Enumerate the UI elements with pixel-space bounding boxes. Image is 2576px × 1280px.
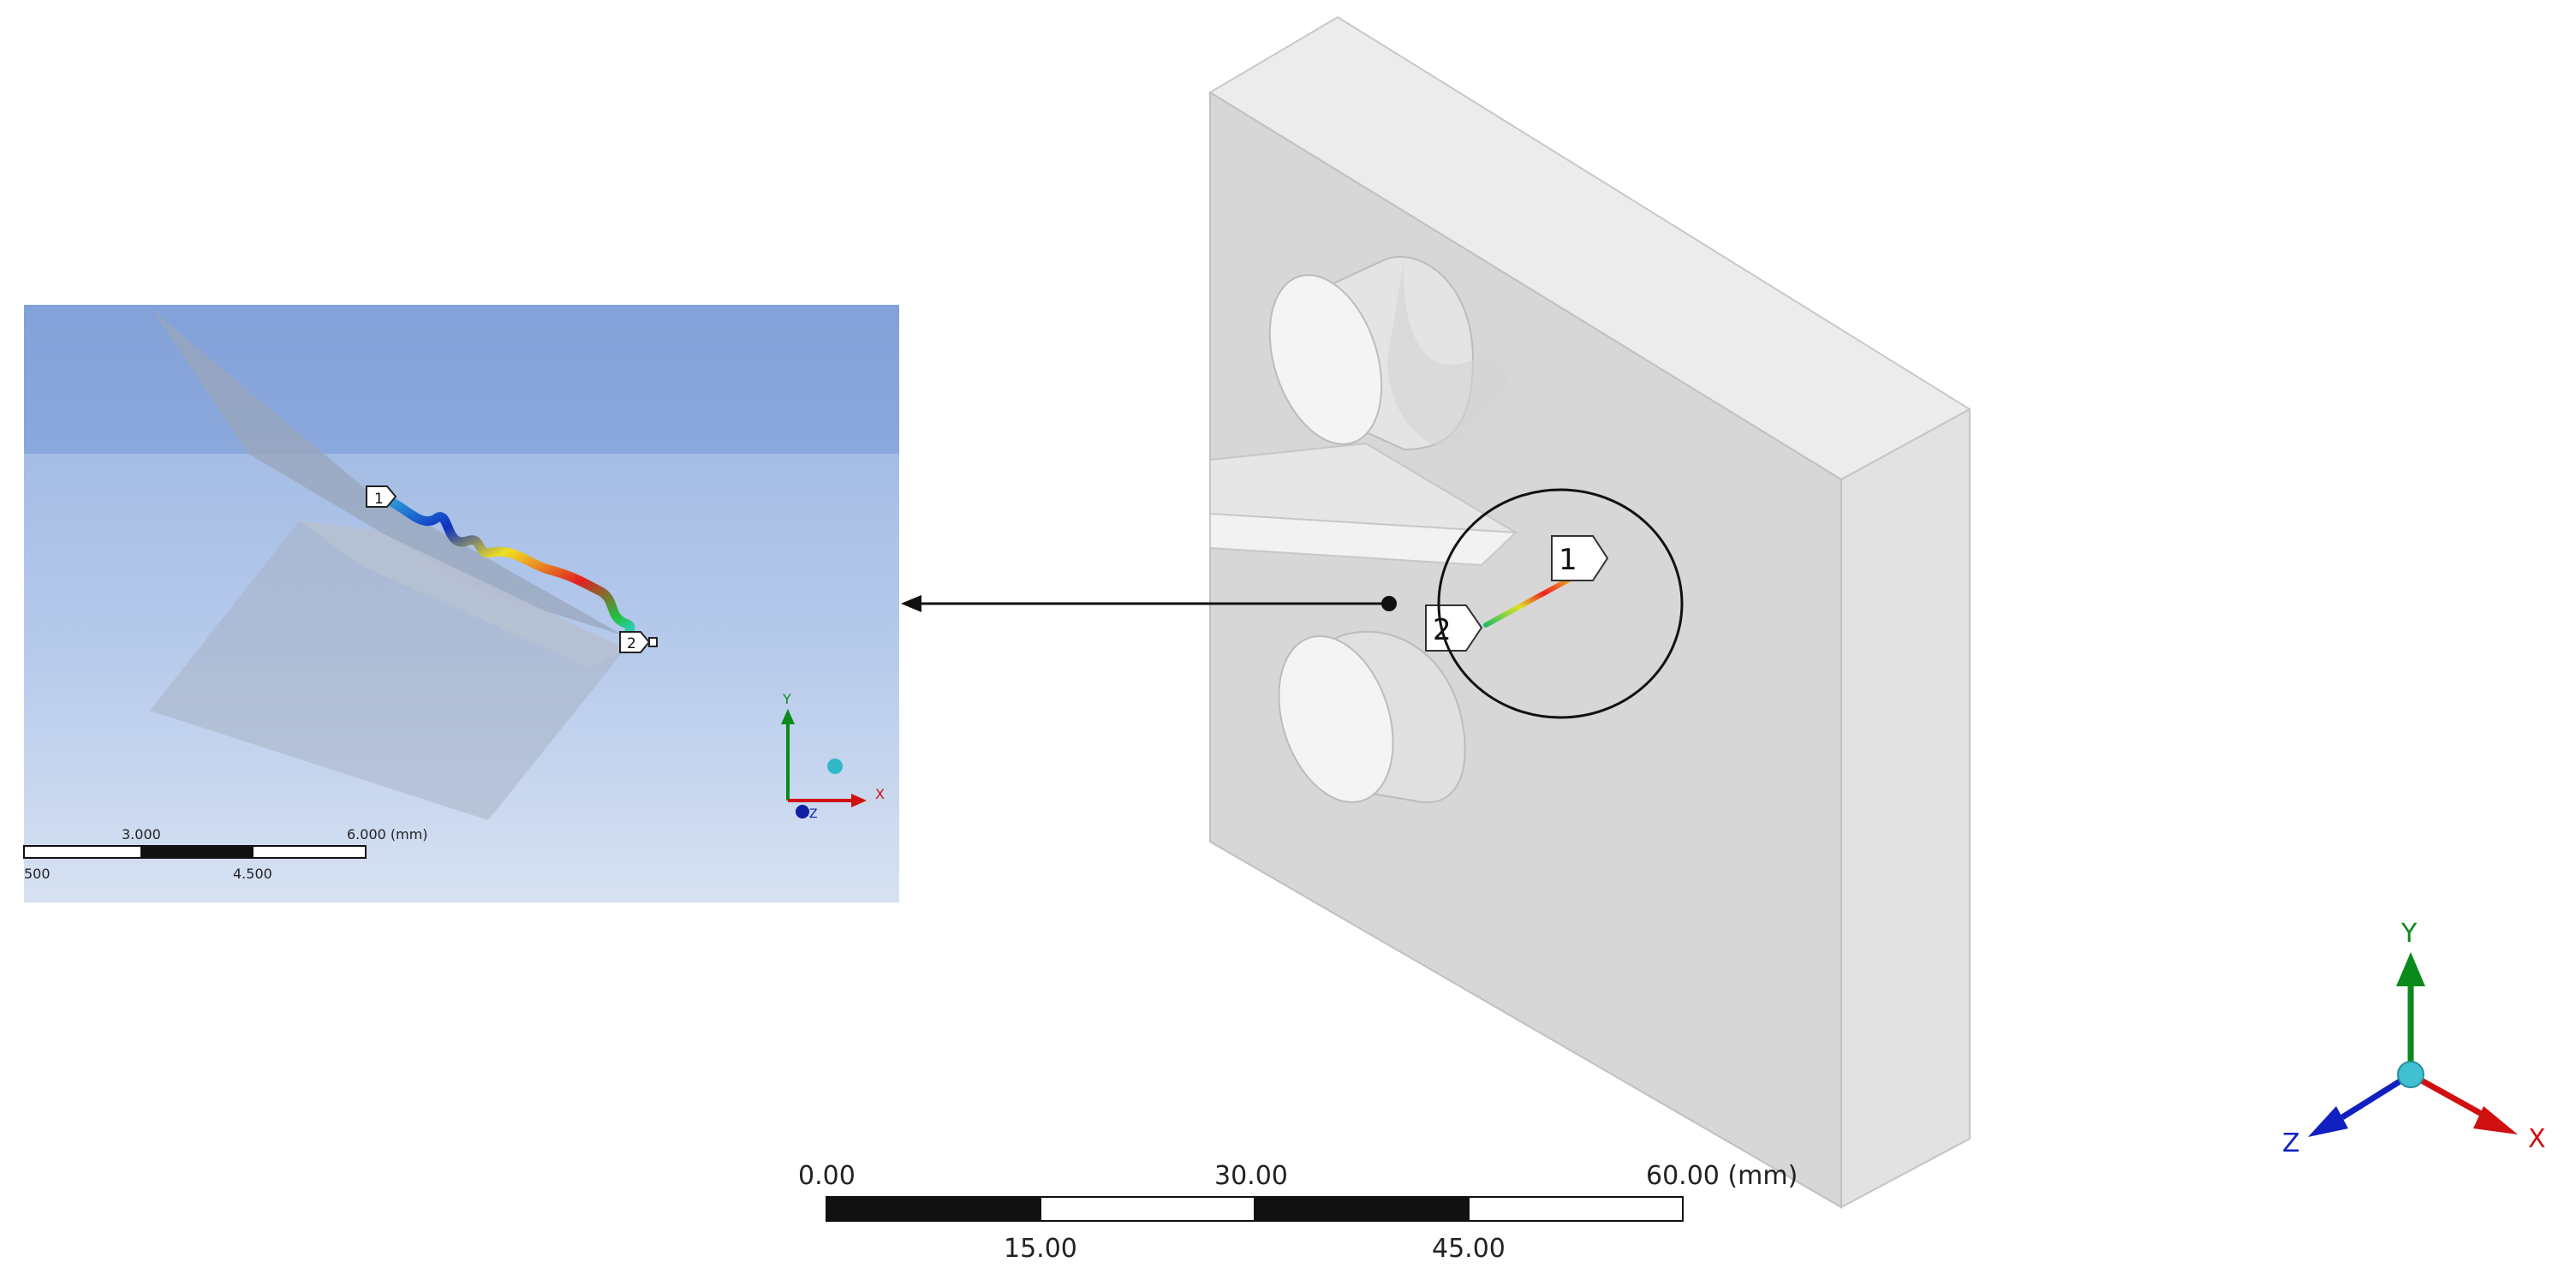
triad-x-arrow-icon <box>2473 1106 2518 1134</box>
triad-y-arrow-icon <box>2396 952 2425 986</box>
inset-axis-triad: Y X Z <box>781 691 885 821</box>
crack-front-band <box>300 521 625 668</box>
triad-origin-sphere <box>2397 1061 2424 1088</box>
inset-marker-1-label: 1 <box>374 491 384 508</box>
inset-y-arrow-icon <box>781 709 795 724</box>
model-marker-1-label: 1 <box>1559 543 1577 577</box>
inset-triad-y-label: Y <box>782 691 791 707</box>
scale-segment-2 <box>1040 1196 1255 1222</box>
inset-scale-bottom-label-2: 4.500 <box>233 866 272 882</box>
scale-top-label-2: 30.00 <box>1214 1161 1288 1191</box>
scale-bottom-label-2: 45.00 <box>1432 1234 1506 1264</box>
zoomed-inset-view: 1 2 3.000 6.000 (mm) 500 4.500 Y X <box>23 305 899 902</box>
inset-marker-1: 1 <box>366 485 397 508</box>
inset-z-axis-dot <box>796 805 809 819</box>
scale-segment-4 <box>1468 1196 1684 1222</box>
model-upper-bore-inner <box>1387 257 1510 447</box>
inset-sky-band <box>24 305 899 454</box>
main-scale-bar: 0.00 30.00 60.00 (mm) 15.00 45.00 <box>798 1161 1798 1264</box>
main-axis-triad: Y X Z <box>2282 919 2546 1158</box>
inset-scale-top-label-1: 3.000 <box>122 826 161 842</box>
model-right-face <box>1840 408 1971 1209</box>
triad-z-label: Z <box>2282 1128 2300 1158</box>
scale-segment-1 <box>826 1196 1041 1222</box>
inset-scale-top-label-2: 6.000 (mm) <box>347 826 428 842</box>
inset-triad-x-label: X <box>875 786 885 802</box>
specimen-3d-model: 1 2 <box>1208 15 1971 1209</box>
inset-x-arrow-icon <box>851 794 867 807</box>
model-crack-front <box>1483 577 1571 628</box>
model-lower-pin-hole <box>1278 634 1394 804</box>
callout-arrow <box>901 595 1397 612</box>
crack-front-contour <box>372 491 639 640</box>
scale-top-label-3: 60.00 (mm) <box>1646 1161 1798 1191</box>
triad-x-axis-line <box>2409 1071 2490 1121</box>
triad-x-label: X <box>2528 1124 2546 1154</box>
zoom-region-circle <box>1437 488 1684 719</box>
inset-marker-2-label: 2 <box>627 635 636 652</box>
scale-segment-3 <box>1254 1196 1470 1222</box>
callout-anchor-dot <box>1381 596 1397 611</box>
inset-scale-bottom-label-1: 500 <box>24 866 51 882</box>
inset-scale-bar: 3.000 6.000 (mm) 500 4.500 <box>23 826 428 882</box>
model-notch-lower <box>1209 512 1518 567</box>
callout-arrowhead-icon <box>901 595 921 612</box>
inset-marker-2: 2 <box>619 631 658 653</box>
scale-bottom-label-1: 15.00 <box>1004 1234 1077 1264</box>
model-marker-1: 1 <box>1551 535 1609 581</box>
model-upper-pin-hole <box>1268 274 1383 445</box>
triad-z-arrow-icon <box>2308 1106 2348 1137</box>
inset-origin-sphere <box>827 759 843 774</box>
scale-top-label-1: 0.00 <box>798 1161 856 1191</box>
triad-y-label: Y <box>2400 919 2418 949</box>
inset-triad-z-label: Z <box>809 807 818 821</box>
